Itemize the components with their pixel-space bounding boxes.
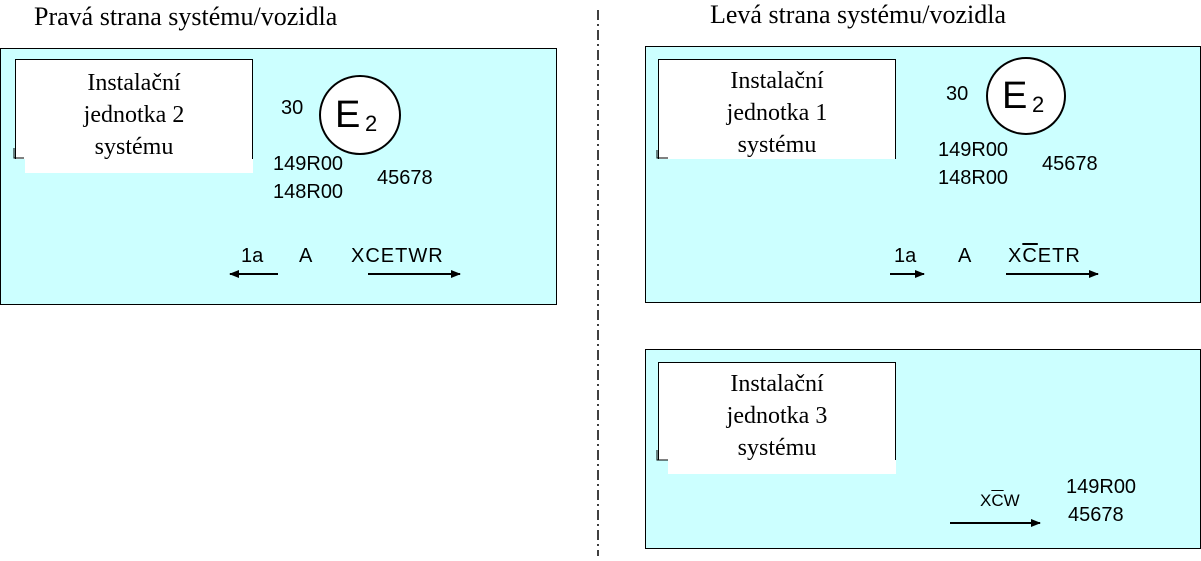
serial-number: 45678 — [1068, 504, 1124, 526]
panel-unit-1: Instalační jednotka 1 systému 30 E 2 149… — [645, 46, 1201, 303]
reg-number-2: 148R00 — [938, 167, 1009, 189]
e-mark-letter: E — [335, 94, 361, 136]
label-box-unit-1: Instalační jednotka 1 systému — [658, 59, 896, 159]
serial-number: 45678 — [377, 167, 433, 189]
label-line-3: systému — [737, 132, 817, 158]
label-line-1: Instalační — [730, 371, 824, 397]
code-main: XCW — [980, 490, 1020, 512]
label-line-1: Instalační — [87, 70, 181, 96]
label-line-3: systému — [737, 435, 817, 461]
label-box-unit-3: Instalační jednotka 3 systému — [658, 362, 896, 461]
approval-number: 30 — [281, 97, 304, 119]
reg-number-1: 149R00 — [273, 153, 344, 175]
reg-number-1: 149R00 — [1066, 476, 1137, 498]
e-mark-letter: E — [1002, 75, 1028, 117]
label-tail — [25, 159, 253, 173]
reg-number-1: 149R00 — [938, 139, 1009, 161]
code-x: X — [980, 491, 992, 510]
panel-unit-2: Instalační jednotka 2 systému 30 E 2 149… — [0, 48, 557, 305]
serial-number: 45678 — [1042, 153, 1098, 175]
heading-right-side: Pravá strana systému/vozidla — [34, 2, 338, 31]
code-rest: ETR — [1037, 245, 1081, 267]
e-mark-subscript: 2 — [365, 111, 378, 136]
code-c-overlined: C — [991, 491, 1004, 510]
code-1a: 1a — [241, 245, 264, 267]
code-1a: 1a — [894, 245, 917, 267]
e-mark-circle: E 2 — [319, 75, 401, 155]
label-line-1: Instalační — [730, 68, 824, 94]
code-w: W — [1003, 491, 1020, 510]
e-mark-circle: E 2 — [986, 57, 1066, 135]
label-corner-unit-1 — [656, 150, 668, 159]
code-main: XCETR — [1008, 245, 1081, 267]
heading-left-side: Levá strana systému/vozidla — [710, 0, 1007, 29]
label-line-2: jednotka 3 — [726, 403, 828, 429]
label-corner-unit-2 — [13, 148, 24, 159]
code-c-overlined: C — [1022, 245, 1038, 267]
reg-number-2: 148R00 — [273, 181, 344, 203]
label-line-2: jednotka 2 — [83, 102, 185, 128]
code-x: X — [1008, 245, 1023, 267]
label-box-unit-2: Instalační jednotka 2 systému — [15, 59, 253, 160]
panel-unit-3: Instalační jednotka 3 systému XCW 149R00… — [645, 349, 1201, 549]
approval-number: 30 — [946, 83, 969, 105]
label-line-2: jednotka 1 — [726, 100, 828, 126]
e-mark-subscript: 2 — [1032, 92, 1045, 117]
code-a: A — [299, 245, 313, 267]
label-line-3: systému — [94, 134, 174, 160]
center-divider — [597, 10, 599, 556]
label-tail — [668, 460, 896, 474]
label-corner-unit-3 — [656, 450, 668, 461]
code-a: A — [958, 245, 972, 267]
code-main: XCETWR — [351, 245, 444, 267]
